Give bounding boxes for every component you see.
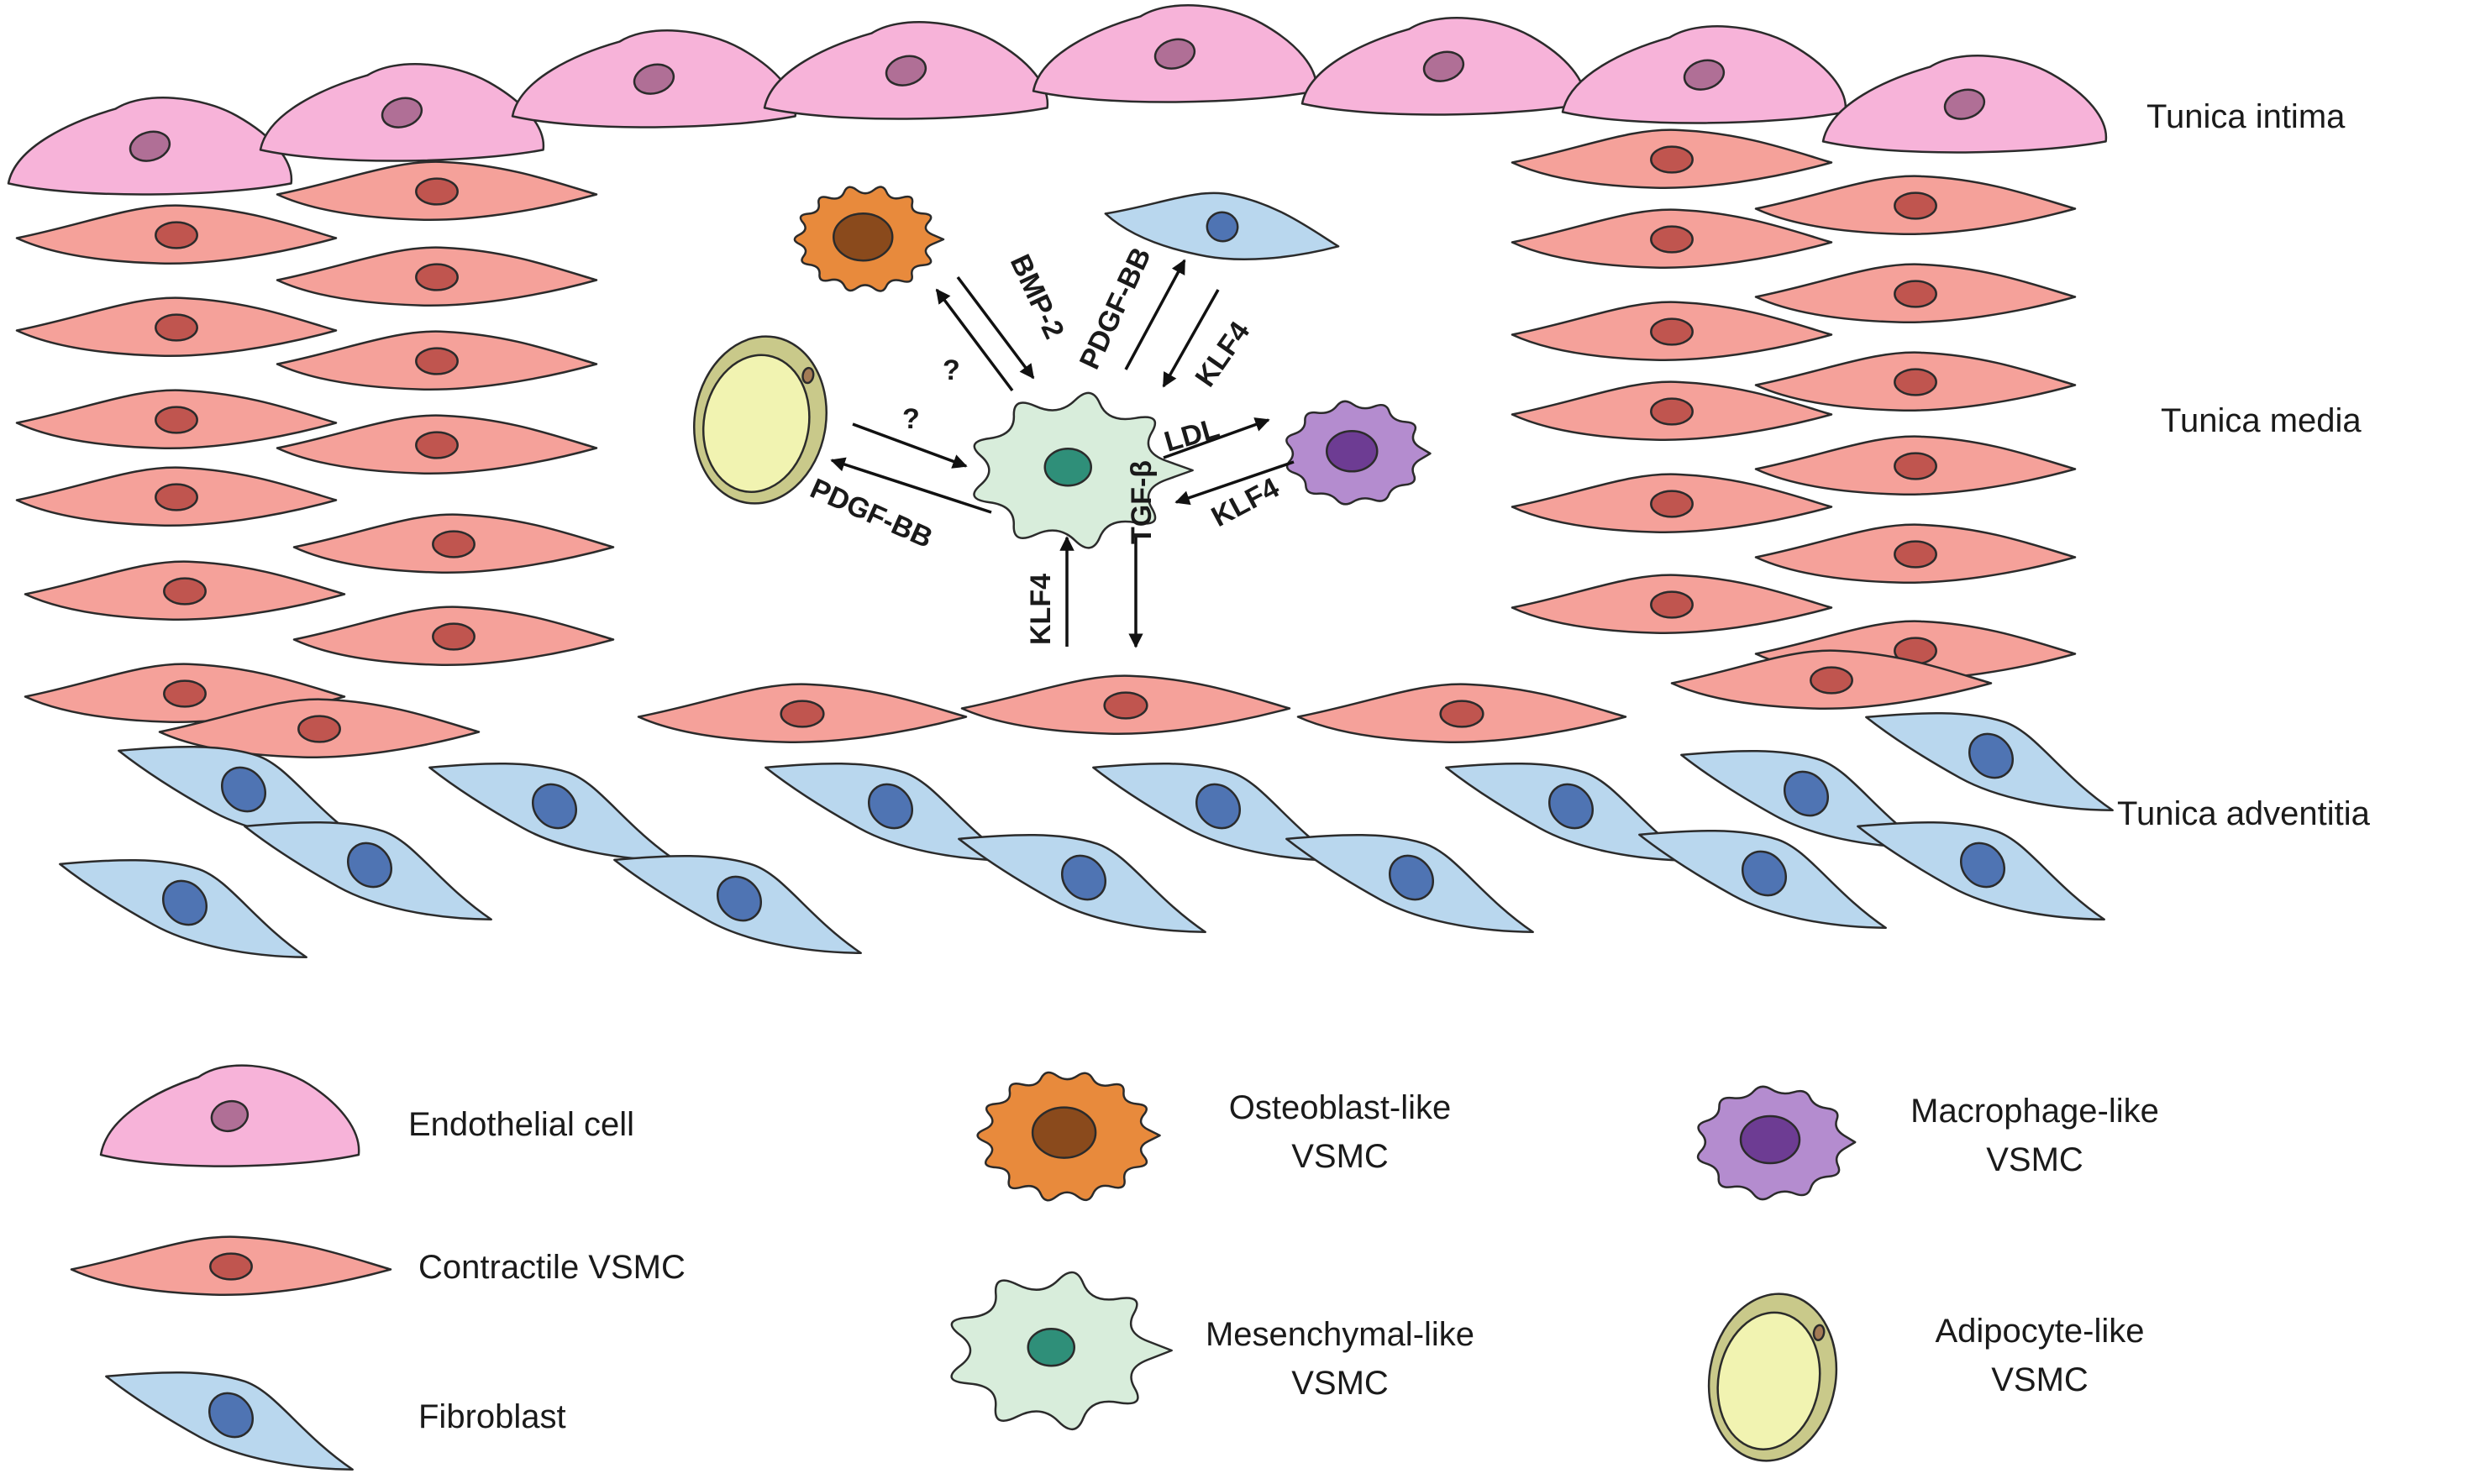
contractile-vsmc [960, 674, 1291, 735]
tunica-intima-label: Tunica intima [2146, 98, 2346, 135]
fibroblast [764, 763, 1013, 862]
bmp2-label: BMP-2 [1004, 249, 1070, 343]
mesenchymal-like-vsmc-icon [950, 1271, 1173, 1431]
legend-adipocyte-label-1: Adipocyte-like [1935, 1313, 2144, 1350]
klf4-right-label: KLF4 [1206, 472, 1285, 533]
fibroblast [428, 763, 677, 862]
osteoblast-like-vsmc [793, 186, 945, 292]
arrow-pdgfbb-left [830, 457, 992, 514]
endothelial-cell [1561, 25, 1847, 124]
legend-mesenchymal-label-2: VSMC [1291, 1365, 1389, 1402]
legend-mesenchymal-label-1: Mesenchymal-like [1206, 1316, 1474, 1353]
contractile-vsmc [1511, 574, 1833, 634]
legend-contractile-label: Contractile VSMC [418, 1249, 686, 1286]
fibroblast [1285, 834, 1534, 933]
adipocyte-like-vsmc [692, 335, 828, 505]
fibroblast [59, 859, 307, 958]
tunica-media-label: Tunica media [2161, 402, 2362, 439]
contractile-vsmc [1296, 683, 1627, 743]
contractile-vsmc [1670, 649, 1993, 710]
arrow-ldl [1163, 417, 1270, 459]
macrophage-like-vsmc-icon [1696, 1085, 1857, 1201]
fibroblast [1445, 763, 1694, 862]
question-mark-osteoblast: ? [943, 354, 960, 386]
mesenchymal-like-vsmc [973, 391, 1194, 549]
contractile-vsmc [637, 683, 968, 743]
legend-endothelial-label: Endothelial cell [408, 1106, 634, 1143]
fibroblast-like-vsmc [1104, 191, 1340, 261]
endothelial-cell [511, 29, 797, 128]
endothelial-cell [1821, 55, 2108, 154]
endothelial-cell [763, 21, 1049, 120]
legend-osteoblast-label-1: Osteoblast-like [1229, 1089, 1452, 1126]
legend-macrophage-label-1: Macrophage-like [1910, 1093, 2159, 1130]
contractile-vsmc [1754, 351, 2077, 412]
contractile-vsmc [15, 466, 338, 527]
pdgfbb-left-label: PDGF-BB [806, 473, 938, 555]
legend-fibroblast-label: Fibroblast [418, 1398, 566, 1435]
signal-arrows [830, 259, 1295, 648]
fibroblast-icon [105, 1371, 354, 1471]
legend-adipocyte-label-2: VSMC [1991, 1361, 2089, 1398]
contractile-vsmc [276, 414, 598, 475]
contractile-vsmc [15, 296, 338, 357]
contractile-vsmc [1754, 523, 2077, 584]
klf4-top-label: KLF4 [1189, 316, 1256, 392]
contractile-vsmc [1754, 435, 2077, 496]
arrow-pdgfbb-top [1124, 259, 1186, 370]
osteoblast-like-vsmc-icon [976, 1071, 1161, 1202]
contractile-vsmc [1511, 380, 1833, 441]
fibroblast [613, 855, 862, 954]
contractile-vsmc [276, 330, 598, 391]
legend-macrophage-label-2: VSMC [1986, 1141, 2083, 1178]
tunica-media-layer [15, 128, 2077, 758]
ldl-label: LDL [1161, 412, 1223, 459]
contractile-vsmc [15, 389, 338, 449]
contractile-vsmc [24, 560, 346, 621]
tunica-adventitia-label: Tunica adventitia [2117, 795, 2371, 832]
contractile-vsmc [1511, 301, 1833, 361]
arrow-klf4-right [1174, 460, 1295, 506]
arrow-klf4-top [1162, 289, 1220, 388]
arrow-bmp2 [956, 275, 1035, 380]
fibroblast [1638, 830, 1887, 929]
fibroblast [244, 821, 492, 920]
tunica-intima-layer [7, 4, 2108, 196]
contractile-vsmc [1511, 208, 1833, 269]
contractile-vsmc [276, 160, 598, 221]
contractile-vsmc [1754, 175, 2077, 235]
arrow-to-mesenchymal [852, 422, 968, 469]
phenotype-switching-center [692, 186, 1432, 549]
contractile-vsmc-icon [70, 1235, 392, 1296]
fibroblast [1680, 750, 1929, 849]
endothelial-cell [1300, 17, 1587, 116]
contractile-vsmc [1754, 263, 2077, 323]
fibroblast [958, 834, 1206, 933]
legend-icons [70, 1064, 1857, 1471]
endothelial-cell [1032, 4, 1318, 103]
endothelial-cell-icon [99, 1064, 360, 1167]
macrophage-like-vsmc [1285, 400, 1432, 506]
klf4-bottom-label: KLF4 [1025, 574, 1057, 645]
endothelial-cell [7, 97, 293, 196]
arrow-to-osteoblast [935, 288, 1014, 392]
contractile-vsmc [276, 246, 598, 307]
pdgfbb-top-label: PDGF-BB [1074, 243, 1158, 374]
contractile-vsmc [292, 513, 615, 574]
fibroblast [1857, 821, 2105, 920]
contractile-vsmc [1511, 128, 1833, 189]
endothelial-cell [259, 63, 545, 162]
tgfb-label: TGF-β [1126, 460, 1158, 544]
fibroblast [1865, 712, 2114, 811]
contractile-vsmc [15, 204, 338, 265]
legend-osteoblast-label-2: VSMC [1291, 1138, 1389, 1175]
contractile-vsmc [1511, 473, 1833, 533]
contractile-vsmc [292, 606, 615, 666]
question-mark-adipocyte: ? [902, 403, 920, 435]
adipocyte-like-vsmc-icon [1707, 1293, 1838, 1462]
tunica-adventitia-layer [59, 712, 2114, 958]
